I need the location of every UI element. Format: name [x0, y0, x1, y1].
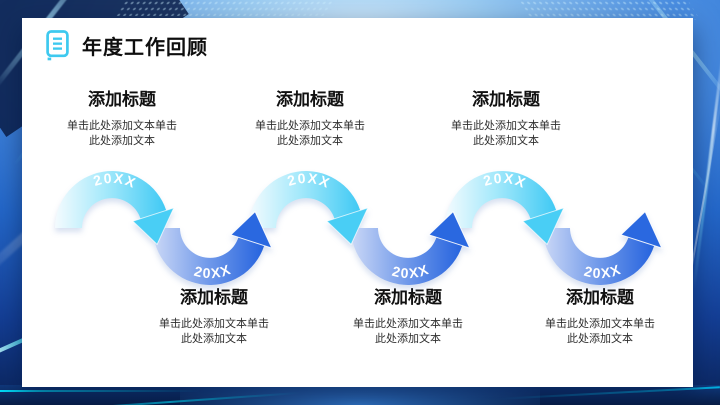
item-block-top-2[interactable]: 添加标题 单击此处添加文本单击此处添加文本	[222, 90, 398, 149]
item-block-bottom-1[interactable]: 添加标题 单击此处添加文本单击此处添加文本	[126, 288, 302, 347]
item-block-bottom-3[interactable]: 添加标题 单击此处添加文本单击此处添加文本	[512, 288, 688, 347]
slide-header: 年度工作回顾	[44, 29, 208, 61]
item-body[interactable]: 单击此处添加文本单击此处添加文本	[353, 318, 463, 345]
light-streak	[692, 50, 720, 290]
item-block-top-1[interactable]: 添加标题 单击此处添加文本单击此处添加文本	[34, 90, 210, 149]
item-body[interactable]: 单击此处添加文本单击此处添加文本	[67, 120, 177, 147]
document-icon	[46, 30, 69, 61]
item-body[interactable]: 单击此处添加文本单击此处添加文本	[545, 318, 655, 345]
item-heading[interactable]: 添加标题	[472, 90, 540, 109]
item-block-bottom-2[interactable]: 添加标题 单击此处添加文本单击此处添加文本	[320, 288, 496, 347]
item-body[interactable]: 单击此处添加文本单击此处添加文本	[451, 120, 561, 147]
item-heading[interactable]: 添加标题	[88, 90, 156, 109]
item-heading[interactable]: 添加标题	[180, 288, 248, 307]
halftone-dots	[517, 0, 701, 20]
page-title[interactable]: 年度工作回顾	[82, 36, 208, 59]
item-heading[interactable]: 添加标题	[374, 288, 442, 307]
item-heading[interactable]: 添加标题	[276, 90, 344, 109]
item-block-top-3[interactable]: 添加标题 单击此处添加文本单击此处添加文本	[418, 90, 594, 149]
item-body[interactable]: 单击此处添加文本单击此处添加文本	[159, 318, 269, 345]
item-heading[interactable]: 添加标题	[566, 288, 634, 307]
item-body[interactable]: 单击此处添加文本单击此处添加文本	[255, 120, 365, 147]
